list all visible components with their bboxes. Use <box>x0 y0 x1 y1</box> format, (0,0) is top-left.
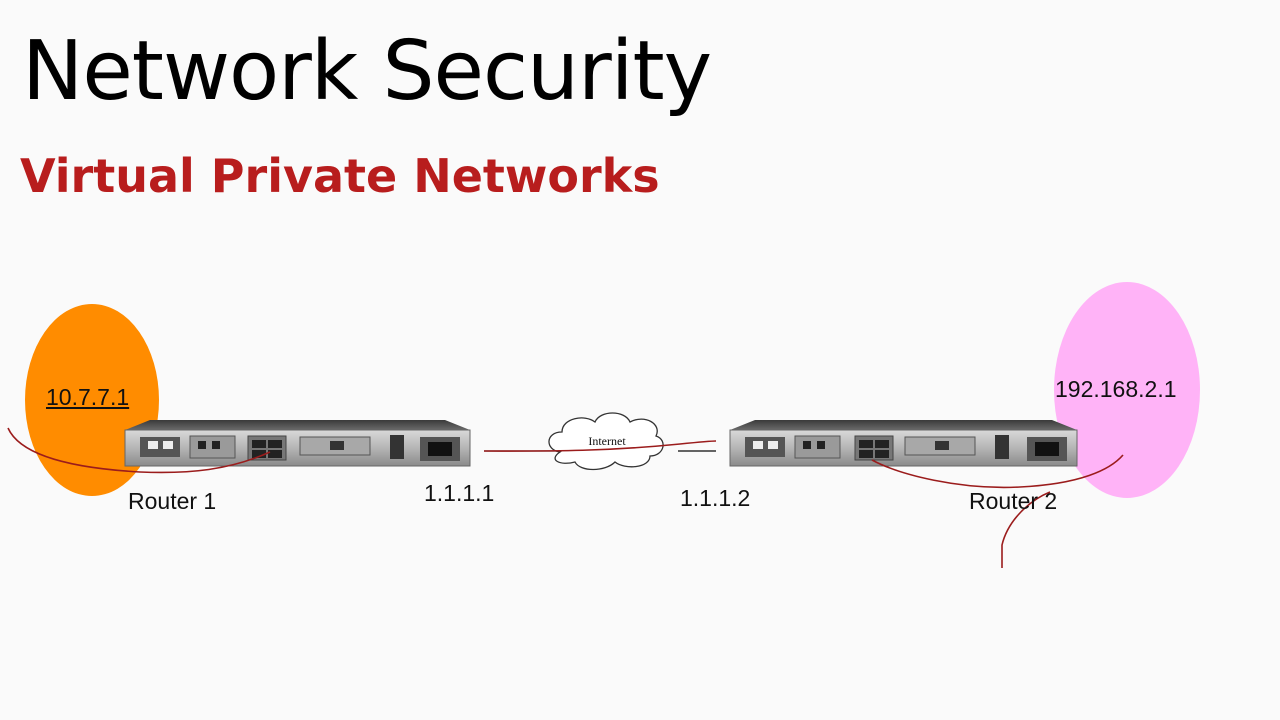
router1-device <box>124 420 471 467</box>
router2-wan-ip-label: 1.1.1.2 <box>680 485 751 511</box>
router1-label: Router 1 <box>128 488 217 514</box>
router2-annotation <box>871 454 1124 568</box>
lan2-network-ellipse <box>1054 282 1200 498</box>
router1-wan-ip-label: 1.1.1.1 <box>424 480 495 506</box>
lan1-ip-label: 10.7.7.1 <box>46 384 130 410</box>
vpn-tunnel-annotation <box>7 427 717 474</box>
router2-device <box>729 420 1078 467</box>
internet-label: Internet <box>588 434 626 448</box>
internet-cloud-icon: Internet <box>548 412 664 471</box>
slide-subtitle: Virtual Private Networks <box>20 149 660 203</box>
router2-label: Router 2 <box>969 488 1058 514</box>
lan2-ip-label: 192.168.2.1 <box>1055 376 1177 402</box>
slide-title: Network Security <box>22 24 712 119</box>
